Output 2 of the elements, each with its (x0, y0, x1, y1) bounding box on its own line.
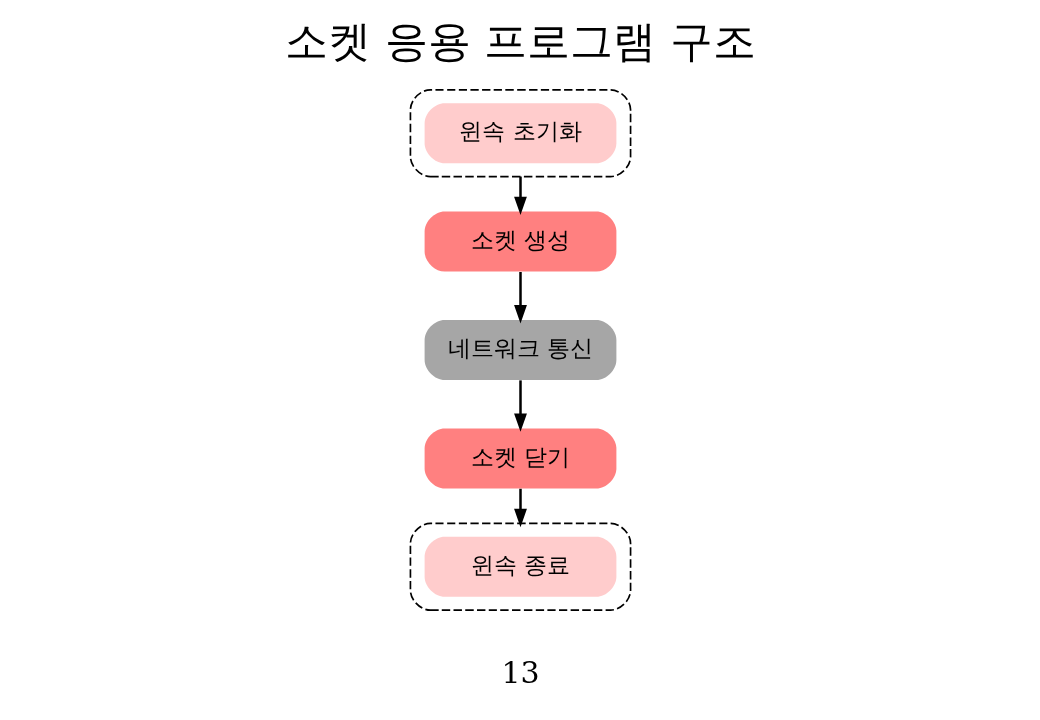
diagram-title: 소켓 응용 프로그램 구조 (284, 16, 756, 67)
label: 13 (500, 654, 540, 690)
